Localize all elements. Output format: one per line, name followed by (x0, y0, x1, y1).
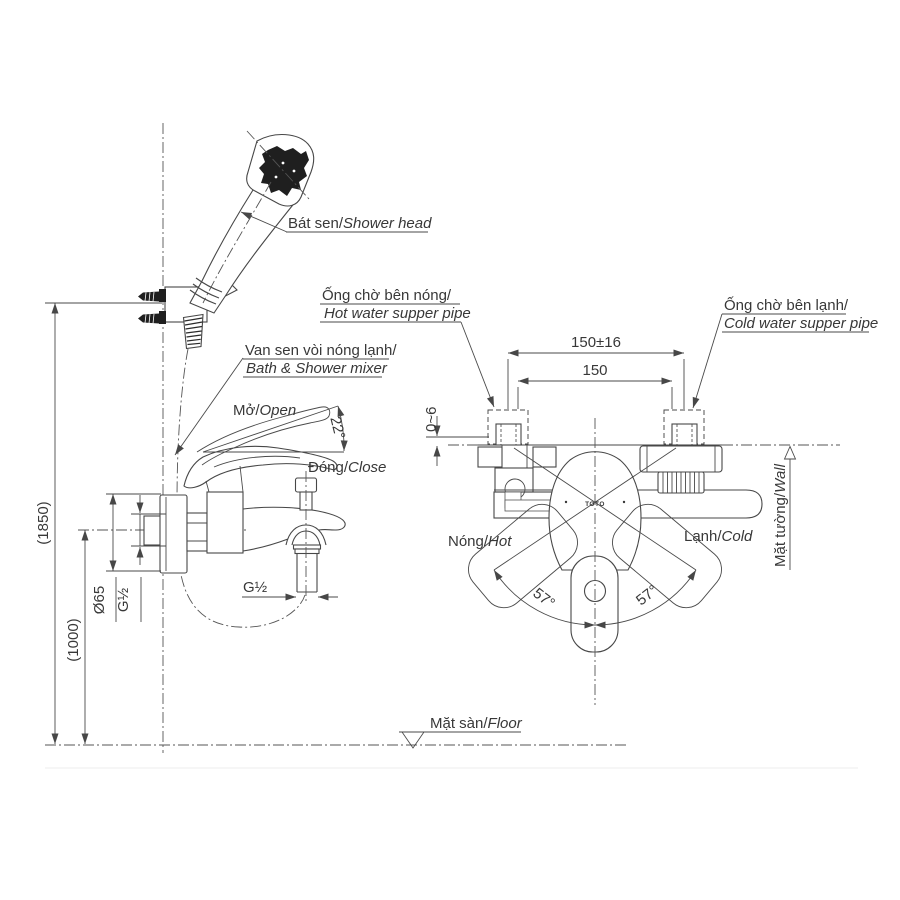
hot-label: Nóng/Hot (448, 533, 512, 550)
handle-grip (570, 555, 619, 653)
dim-0-6-text: 0~6 (423, 407, 440, 432)
outlet-ring (292, 544, 322, 550)
callouts: Bát sen/Shower head Van sen vòi nóng lạn… (174, 211, 878, 749)
outlet-ring2 (294, 548, 320, 555)
angle-arc-22 (337, 405, 348, 452)
mounting-screw-top (138, 289, 166, 302)
dim-1000-text: (1000) (65, 618, 82, 661)
angle-ref-lines (202, 405, 344, 453)
cold-pipe-label-en: Cold water supper pipe (724, 315, 878, 332)
mixer-label-vi: Van sen vòi nóng lạnh/ (245, 342, 397, 359)
dim-150-text: 150 (582, 362, 607, 379)
wall-label: Mặt tường/Wall (772, 463, 789, 567)
dim-150-16-text: 150±16 (571, 334, 621, 351)
close-label: Đóng/Close (308, 459, 386, 476)
dim-g12-wall-text: G½ (115, 587, 132, 612)
coupling-nut (186, 512, 208, 552)
side-view (45, 123, 858, 769)
dim-1850: (1850) (35, 302, 162, 744)
shower-hose-centerline (176, 348, 306, 628)
lever-handle-open (196, 406, 331, 466)
wall-arrow (783, 445, 797, 460)
floor-label: Mặt sàn/Floor (430, 715, 523, 732)
wall-callout: Mặt tường/Wall (772, 445, 797, 570)
callout-mixer: Van sen vòi nóng lạnh/ Bath & Shower mix… (174, 342, 397, 456)
callout-floor: Mặt sàn/Floor (399, 715, 523, 749)
front-view: TOTO Mặt tường/Wall (448, 409, 840, 705)
mixer-side (78, 405, 348, 601)
mounting-screw-bottom (138, 311, 166, 324)
outlet-pipe (296, 553, 318, 593)
cold-pipe-label-vi: Ống chờ bên lạnh/ (724, 296, 849, 314)
hot-supply-pipe (487, 409, 529, 446)
spout-underside (242, 538, 289, 552)
callout-shower-head: Bát sen/Shower head (240, 211, 432, 233)
swing-arc-left (493, 569, 596, 629)
shower-handle (189, 189, 297, 314)
dim-outlet-thread: G½ (242, 579, 338, 601)
dim-22deg-text: 22° (326, 415, 348, 441)
head-axis-centerline (246, 130, 310, 200)
hot-pipe-label-vi: Ống chờ bên nóng/ (322, 286, 452, 304)
dim-span: 150 (517, 362, 673, 409)
brand-logo: TOTO (585, 501, 605, 508)
cold-supply-pipe (663, 409, 705, 446)
dim-57-right-text: 57° (633, 582, 661, 609)
mixer-label-en: Bath & Shower mixer (246, 360, 388, 377)
lever-handle-closed (183, 445, 338, 489)
cold-label: Lạnh/Cold (684, 528, 753, 545)
swing-axis-lines (493, 447, 697, 571)
spout-top (242, 506, 346, 531)
dim-1000: (1000) (65, 530, 89, 744)
hot-pipe-label-en: Hot water supper pipe (324, 305, 471, 322)
handle-dome (548, 451, 642, 571)
cold-flange (639, 445, 723, 473)
dimensions: (1850) (1000) Ø65 G½ G½ (35, 302, 685, 744)
callout-cold-pipe: Ống chờ bên lạnh/ Cold water supper pipe (692, 296, 878, 409)
dim-wall-thread: G½ (115, 495, 166, 622)
lever-detail (213, 455, 301, 468)
handheld-shower (189, 130, 315, 314)
escutcheon-flange (159, 494, 188, 574)
floor-datum-triangle (401, 731, 425, 749)
open-label: Mở/Open (233, 402, 296, 419)
dim-flange-diameter: Ø65 (91, 493, 161, 622)
cold-connection (639, 445, 723, 494)
handle-rings (189, 277, 223, 305)
dim-span-tolerance: 150±16 (507, 334, 685, 409)
dim-g12-outlet-text: G½ (243, 579, 268, 596)
callout-hot-pipe: Ống chờ bên nóng/ Hot water supper pipe (320, 286, 495, 408)
dim-o65-text: Ø65 (91, 586, 108, 614)
hose-connector-cone (182, 313, 204, 350)
dim-wall-protrusion: 0~6 (423, 407, 489, 466)
handle-axis-centerline (202, 181, 272, 304)
swing-arc-right (594, 569, 697, 629)
dim-1850-text: (1850) (35, 501, 52, 544)
spray-face (259, 146, 309, 196)
valve-body (206, 491, 244, 554)
shower-head-label: Bát sen/Shower head (288, 215, 432, 232)
